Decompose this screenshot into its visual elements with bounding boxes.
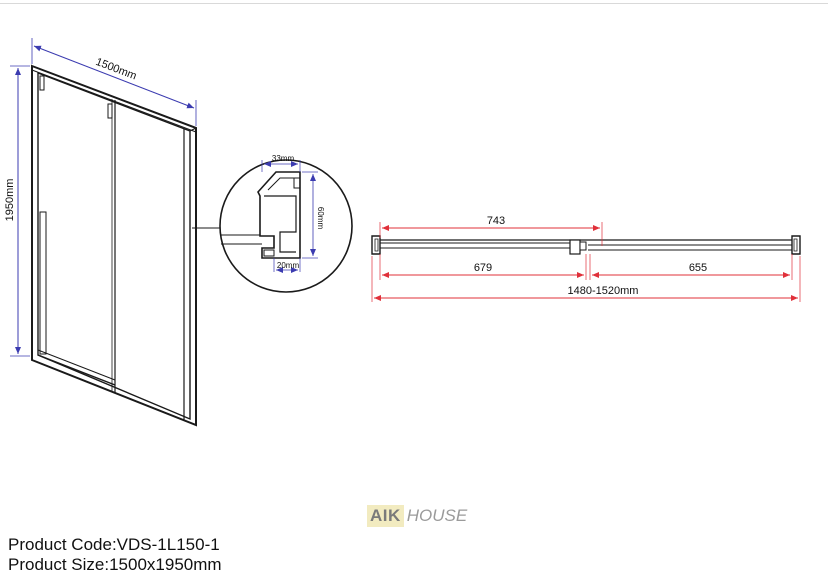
height-dimension: 1950mm bbox=[4, 65, 30, 357]
door-perspective bbox=[31, 64, 197, 427]
profile-detail: 33mm 60mm 20mm bbox=[219, 154, 353, 293]
plan-right-label: 655 bbox=[689, 262, 707, 274]
plan-right-dimension: 655 bbox=[589, 254, 793, 280]
brand-logo: AIK HOUSE bbox=[367, 505, 467, 527]
profile-top-label: 33mm bbox=[272, 154, 295, 163]
width-label: 1500mm bbox=[94, 56, 138, 83]
plan-overall-label: 1480-1520mm bbox=[568, 285, 639, 297]
logo-aik: AIK bbox=[367, 505, 404, 527]
width-dimension: 1500mm bbox=[31, 38, 197, 126]
plan-upper-label: 743 bbox=[487, 215, 505, 227]
plan-view bbox=[371, 235, 801, 255]
plan-left-dimension: 679 bbox=[379, 254, 587, 280]
height-label: 1950mm bbox=[4, 179, 16, 222]
logo-house: HOUSE bbox=[406, 506, 468, 525]
plan-left-label: 679 bbox=[474, 262, 492, 274]
profile-side-label: 60mm bbox=[316, 207, 325, 230]
product-code: Product Code:VDS-1L150-1 bbox=[8, 535, 220, 554]
plan-overall-dimension: 1480-1520mm bbox=[371, 256, 801, 302]
product-size: Product Size:1500x1950mm bbox=[8, 555, 222, 574]
profile-bottom-label: 20mm bbox=[277, 261, 300, 270]
top-divider bbox=[0, 3, 828, 4]
plan-upper-dimension: 743 bbox=[379, 215, 603, 246]
